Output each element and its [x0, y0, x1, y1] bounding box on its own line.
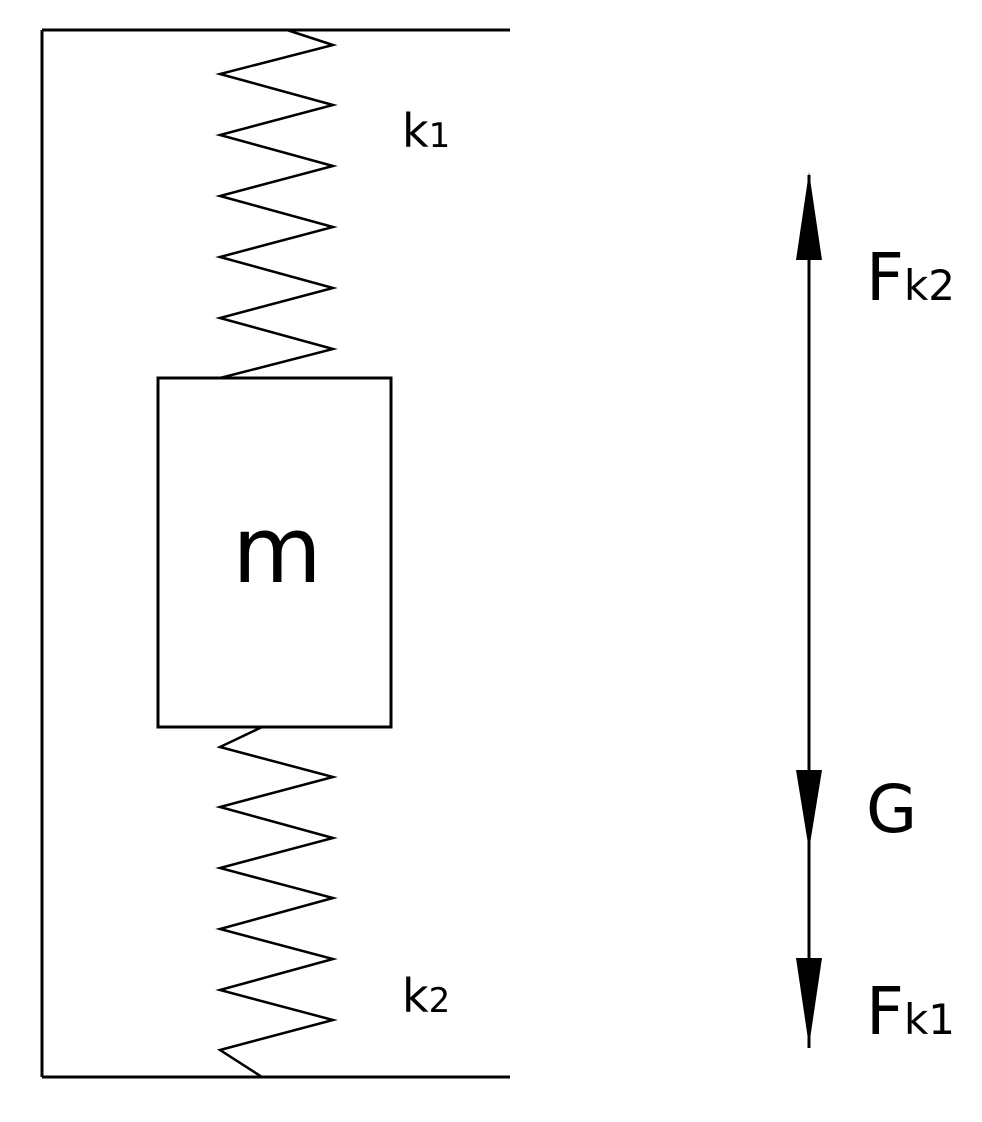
- spring-k2-label: k2: [402, 969, 450, 1023]
- force-up-label: Fk2: [866, 239, 955, 316]
- force-gravity-arrowhead: [796, 770, 822, 850]
- spring-k1-label: k1: [402, 104, 450, 158]
- spring-k2: [215, 725, 338, 1079]
- spring-k1-label-main: k: [402, 104, 429, 158]
- force-up-label-main: F: [866, 239, 904, 316]
- force-down-label-main: F: [866, 973, 904, 1050]
- mass-label: m: [232, 497, 322, 604]
- spring-k2-label-main: k: [402, 969, 429, 1023]
- spring-k1-label-sub: 1: [429, 116, 451, 156]
- spring-k2-label-sub: 2: [429, 981, 451, 1021]
- force-down-arrowhead: [796, 958, 822, 1046]
- force-gravity-label: G: [866, 771, 917, 848]
- force-up-arrowhead: [796, 172, 822, 260]
- force-down-label-sub: k1: [904, 995, 955, 1044]
- force-down-label: Fk1: [866, 973, 955, 1050]
- spring-k1: [215, 28, 338, 380]
- force-up-label-sub: k2: [904, 261, 955, 310]
- mass-block: [156, 376, 393, 729]
- force-gravity-label-main: G: [866, 771, 917, 848]
